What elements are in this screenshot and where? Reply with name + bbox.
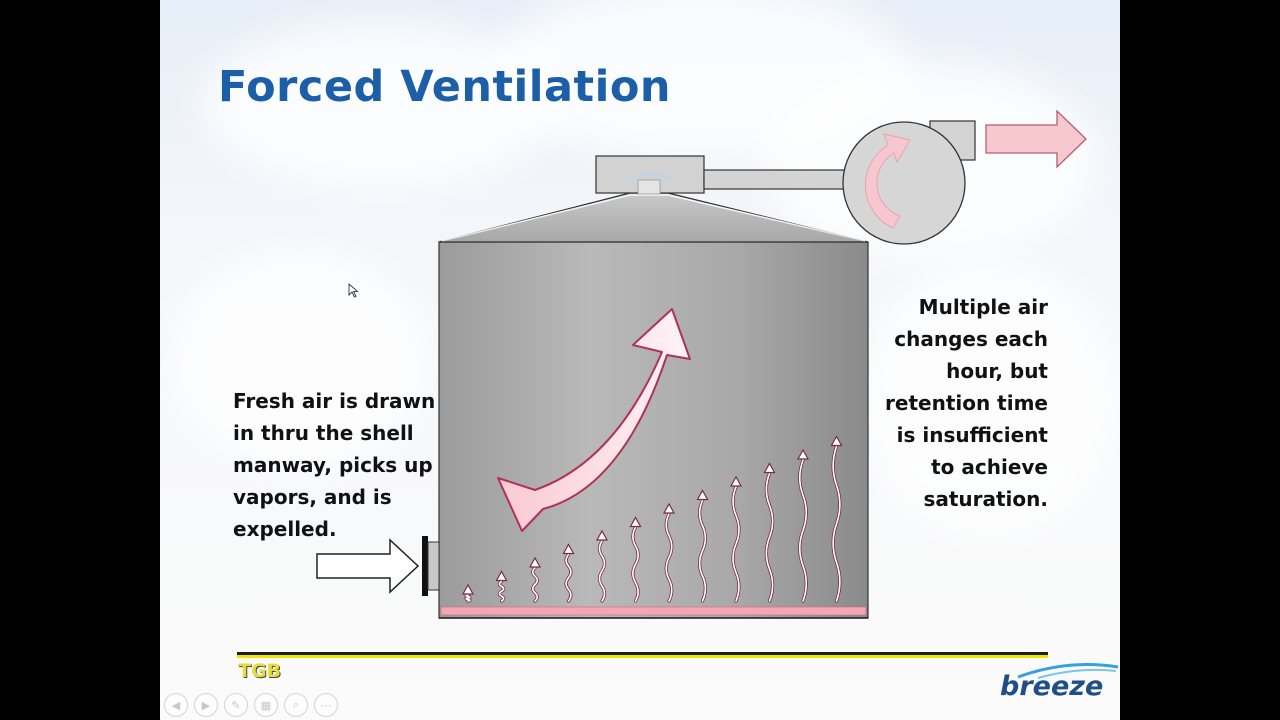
- vapor-plumes: [461, 435, 843, 603]
- ellipsis-icon: ⋯: [320, 698, 332, 712]
- fresh-air-inlet-arrow: [316, 538, 420, 594]
- next-slide-button[interactable]: ▶: [194, 693, 218, 717]
- vapor-liquid-layer: [440, 606, 867, 616]
- footer-tag: TGB: [238, 660, 282, 682]
- slide-title: Forced Ventilation: [218, 62, 671, 112]
- breeze-logo: breeze: [1000, 663, 1119, 705]
- exhaust-arrow: [985, 109, 1087, 169]
- grid-icon: ▦: [260, 698, 272, 712]
- manway-inlet: [316, 536, 440, 596]
- vapor-arrowhead: [595, 529, 609, 541]
- slide: Forced Ventilation: [160, 0, 1120, 720]
- vent-airflow-icon: [625, 173, 675, 181]
- duct-pipe: [703, 169, 847, 190]
- logo-swoosh-icon: [1017, 663, 1119, 679]
- logo-wordmark: breeze: [1000, 671, 1104, 702]
- vapor-squiggle: [531, 567, 539, 602]
- vapor-squiggle: [632, 526, 639, 602]
- forced-ventilation-diagram: [316, 109, 1087, 619]
- vapor-arrowhead: [562, 543, 575, 555]
- vapor-arrowhead: [763, 462, 776, 474]
- right-caption: Multiple air changes each hour, but rete…: [885, 295, 1048, 511]
- vapor-squiggle: [498, 580, 505, 602]
- slides-view-button[interactable]: ▦: [254, 693, 278, 717]
- vapor-arrowhead: [528, 556, 542, 568]
- vapor-arrowhead: [796, 448, 810, 460]
- internal-airflow-arrow: [497, 308, 691, 532]
- vapor-arrowhead: [461, 583, 475, 595]
- tank-shell: [438, 241, 869, 619]
- prev-slide-button[interactable]: ◀: [164, 693, 188, 717]
- exhaust-blower: [842, 109, 1087, 245]
- vapor-squiggle: [698, 499, 707, 602]
- manway-flange: [422, 536, 428, 596]
- vapor-squiggle: [465, 594, 471, 602]
- tank-roof: [438, 192, 869, 243]
- exhaust-duct: [595, 155, 847, 195]
- pen-tool-button[interactable]: ✎: [224, 693, 248, 717]
- vapor-arrowhead: [696, 489, 709, 501]
- vapor-arrowhead: [495, 570, 508, 582]
- vapor-squiggle: [765, 472, 774, 602]
- mouse-cursor-icon: [348, 283, 359, 298]
- vapor-arrowhead: [830, 435, 843, 447]
- vapor-squiggle: [798, 459, 808, 602]
- vapor-squiggle: [832, 445, 841, 602]
- vapor-squiggle: [732, 486, 740, 602]
- footer-rule: [237, 652, 1048, 658]
- manway-nozzle: [427, 541, 440, 591]
- more-options-button[interactable]: ⋯: [314, 693, 338, 717]
- arrow-right-icon: ▶: [201, 698, 211, 712]
- magnifier-icon: ⌕: [292, 698, 300, 711]
- arrow-left-icon: ◀: [171, 698, 181, 712]
- cloud-shape: [860, 260, 1120, 540]
- vent-neck: [637, 179, 661, 195]
- storage-tank: [438, 192, 869, 619]
- vapor-squiggle: [565, 553, 572, 602]
- pen-icon: ✎: [231, 698, 241, 712]
- zoom-button[interactable]: ⌕: [284, 693, 308, 717]
- vapor-arrowhead: [729, 475, 743, 487]
- vapor-arrowhead: [629, 516, 642, 528]
- vapor-squiggle: [665, 513, 673, 602]
- roof-highlight: [441, 194, 866, 242]
- left-caption: Fresh air is drawn in thru the shell man…: [233, 389, 436, 541]
- vapor-squiggle: [598, 540, 606, 602]
- blower-housing: [842, 121, 966, 245]
- vapor-arrowhead: [662, 502, 676, 514]
- cloud-shape: [170, 250, 430, 470]
- slide-nav-controls: ◀ ▶ ✎ ▦ ⌕ ⋯: [164, 693, 338, 717]
- blower-rotation-arrow: [864, 133, 911, 229]
